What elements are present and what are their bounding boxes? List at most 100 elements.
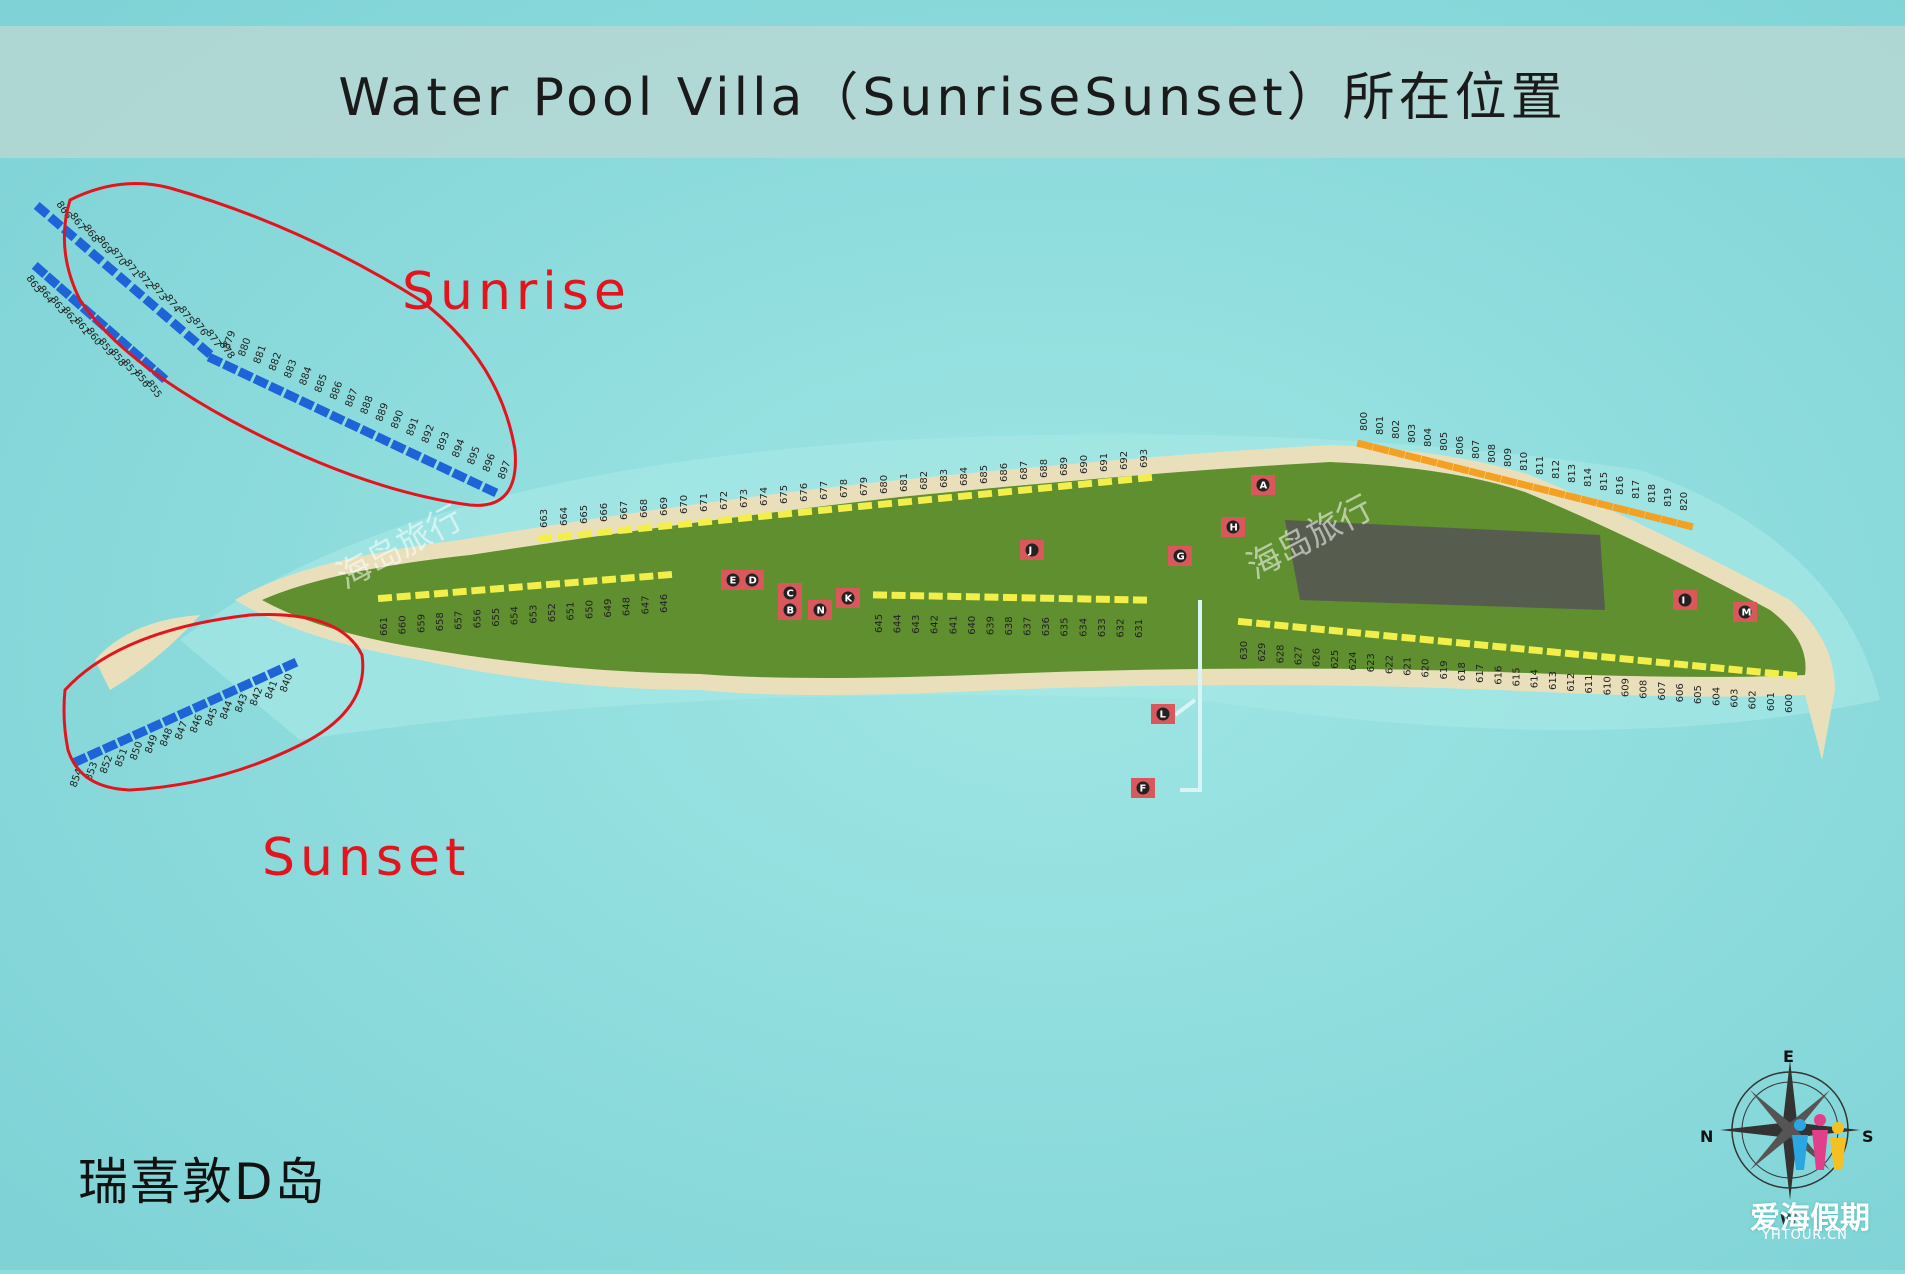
villa-691 — [1097, 477, 1113, 487]
villa-number-638: 638 — [1004, 616, 1015, 635]
villa-850 — [131, 725, 149, 740]
villa-number-689: 689 — [1059, 457, 1070, 476]
villa-number-692: 692 — [1119, 451, 1130, 470]
villa-849 — [146, 719, 164, 734]
sandbank — [95, 615, 200, 690]
villa-634 — [1077, 595, 1092, 603]
villa-867 — [47, 213, 64, 230]
villa-871 — [101, 260, 119, 277]
villa-807 — [1468, 467, 1486, 479]
villa-653 — [527, 581, 542, 590]
brand-name: 爱海假期 — [1750, 1201, 1870, 1236]
villa-number-815: 815 — [1599, 472, 1610, 491]
villa-number-650: 650 — [584, 600, 595, 619]
villa-number-629: 629 — [1257, 643, 1268, 662]
villa-number-655: 655 — [491, 608, 502, 627]
villa-848 — [161, 712, 179, 727]
villa-number-673: 673 — [739, 489, 750, 508]
facility-B: B — [778, 600, 802, 620]
villa-600 — [1782, 670, 1798, 680]
villa-843 — [236, 678, 254, 693]
villa-862 — [67, 293, 85, 310]
villa-812 — [1548, 487, 1566, 499]
villa-852 — [101, 739, 119, 754]
villa-number-810: 810 — [1519, 452, 1530, 471]
villa-number-602: 602 — [1748, 690, 1759, 709]
villa-846 — [191, 698, 209, 713]
svg-text:K: K — [845, 594, 854, 605]
villa-number-628: 628 — [1275, 644, 1286, 663]
villa-893 — [420, 454, 438, 469]
villa-617 — [1473, 640, 1489, 650]
villa-611 — [1582, 651, 1598, 660]
villa-631 — [1132, 596, 1148, 604]
villa-811 — [1532, 483, 1550, 495]
villa-number-675: 675 — [779, 485, 790, 504]
villa-683 — [937, 493, 953, 503]
villa-number-608: 608 — [1639, 680, 1650, 699]
villa-877 — [183, 330, 200, 347]
villa-number-806: 806 — [1455, 436, 1466, 455]
villa-number-814: 814 — [1583, 468, 1594, 487]
villa-680 — [877, 499, 893, 509]
villa-802 — [1388, 447, 1406, 459]
villa-number-819: 819 — [1663, 488, 1674, 507]
villa-635 — [1058, 594, 1073, 603]
svg-text:N: N — [817, 606, 825, 617]
villa-840 — [281, 658, 299, 672]
villa-number-667: 667 — [619, 501, 630, 520]
villa-685 — [977, 489, 993, 499]
villa-number-805: 805 — [1439, 432, 1450, 451]
villa-number-680: 680 — [879, 475, 890, 494]
villa-881 — [237, 367, 254, 382]
villa-857 — [127, 346, 145, 362]
villa-851 — [116, 732, 134, 747]
facility-C: C — [778, 583, 802, 603]
villa-686 — [997, 487, 1013, 497]
villa-641 — [947, 592, 962, 601]
villa-number-801: 801 — [1375, 416, 1386, 435]
svg-text:J: J — [1028, 546, 1033, 557]
villa-number-648: 648 — [622, 597, 633, 616]
villa-875 — [156, 307, 173, 323]
villa-844 — [221, 685, 239, 700]
villa-number-684: 684 — [959, 467, 970, 486]
villa-number-630: 630 — [1239, 641, 1250, 660]
villa-878 — [196, 342, 214, 358]
villa-number-672: 672 — [719, 491, 730, 510]
villa-820 — [1676, 519, 1694, 531]
villa-661 — [377, 593, 393, 603]
villa-888 — [344, 417, 361, 433]
villa-876 — [169, 318, 187, 335]
villa-number-639: 639 — [985, 616, 996, 635]
villa-808 — [1484, 471, 1502, 483]
villa-number-683: 683 — [939, 469, 950, 488]
villa-number-646: 646 — [659, 594, 670, 613]
villa-889 — [359, 425, 377, 440]
brand-logo-icon — [1792, 1114, 1846, 1170]
villa-887 — [328, 410, 346, 425]
villa-614 — [1528, 646, 1543, 655]
villa-800 — [1356, 439, 1374, 451]
villa-number-685: 685 — [979, 465, 990, 484]
villa-number-613: 613 — [1548, 671, 1559, 690]
villa-number-615: 615 — [1512, 667, 1523, 686]
villa-number-611: 611 — [1584, 674, 1595, 693]
sunrise-label: Sunrise — [402, 262, 631, 322]
villa-number-665: 665 — [579, 505, 590, 524]
villa-883 — [267, 381, 285, 396]
villa-number-649: 649 — [603, 599, 614, 618]
facility-H: H — [1221, 517, 1245, 537]
villa-841 — [266, 664, 284, 679]
villa-number-626: 626 — [1312, 648, 1323, 667]
villa-668 — [637, 523, 653, 533]
villa-671 — [697, 517, 713, 527]
svg-text:B: B — [787, 606, 795, 617]
villa-856 — [139, 356, 157, 373]
villa-642 — [928, 592, 943, 600]
villa-806 — [1452, 463, 1470, 475]
villa-number-691: 691 — [1099, 453, 1110, 472]
villa-number-664: 664 — [559, 507, 570, 526]
villa-number-816: 816 — [1615, 476, 1626, 495]
villa-670 — [677, 519, 693, 529]
